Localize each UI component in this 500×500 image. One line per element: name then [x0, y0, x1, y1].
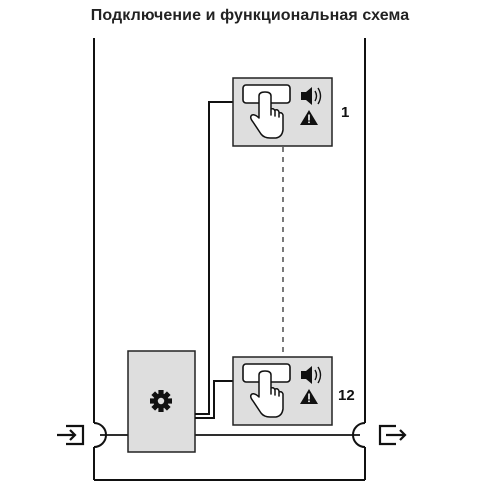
- module-1: [232, 77, 333, 147]
- input-arrow-icon: [57, 424, 85, 446]
- hand-press-icon: [242, 363, 291, 418]
- controller-box: [127, 350, 196, 453]
- module-wiring: [195, 101, 233, 419]
- output-arrow-icon: [378, 424, 407, 446]
- housing-frame: [93, 38, 366, 481]
- gear-icon: [150, 390, 172, 412]
- speaker-icon: [301, 366, 322, 384]
- module-1-label: 1: [341, 104, 349, 121]
- warning-icon: [300, 389, 318, 404]
- module-12: [232, 356, 333, 426]
- speaker-icon: [301, 87, 322, 105]
- hand-press-icon: [242, 84, 291, 139]
- warning-icon: [300, 110, 318, 125]
- module-12-label: 12: [338, 387, 355, 404]
- diagram-title: Подключение и функциональная схема: [90, 7, 410, 24]
